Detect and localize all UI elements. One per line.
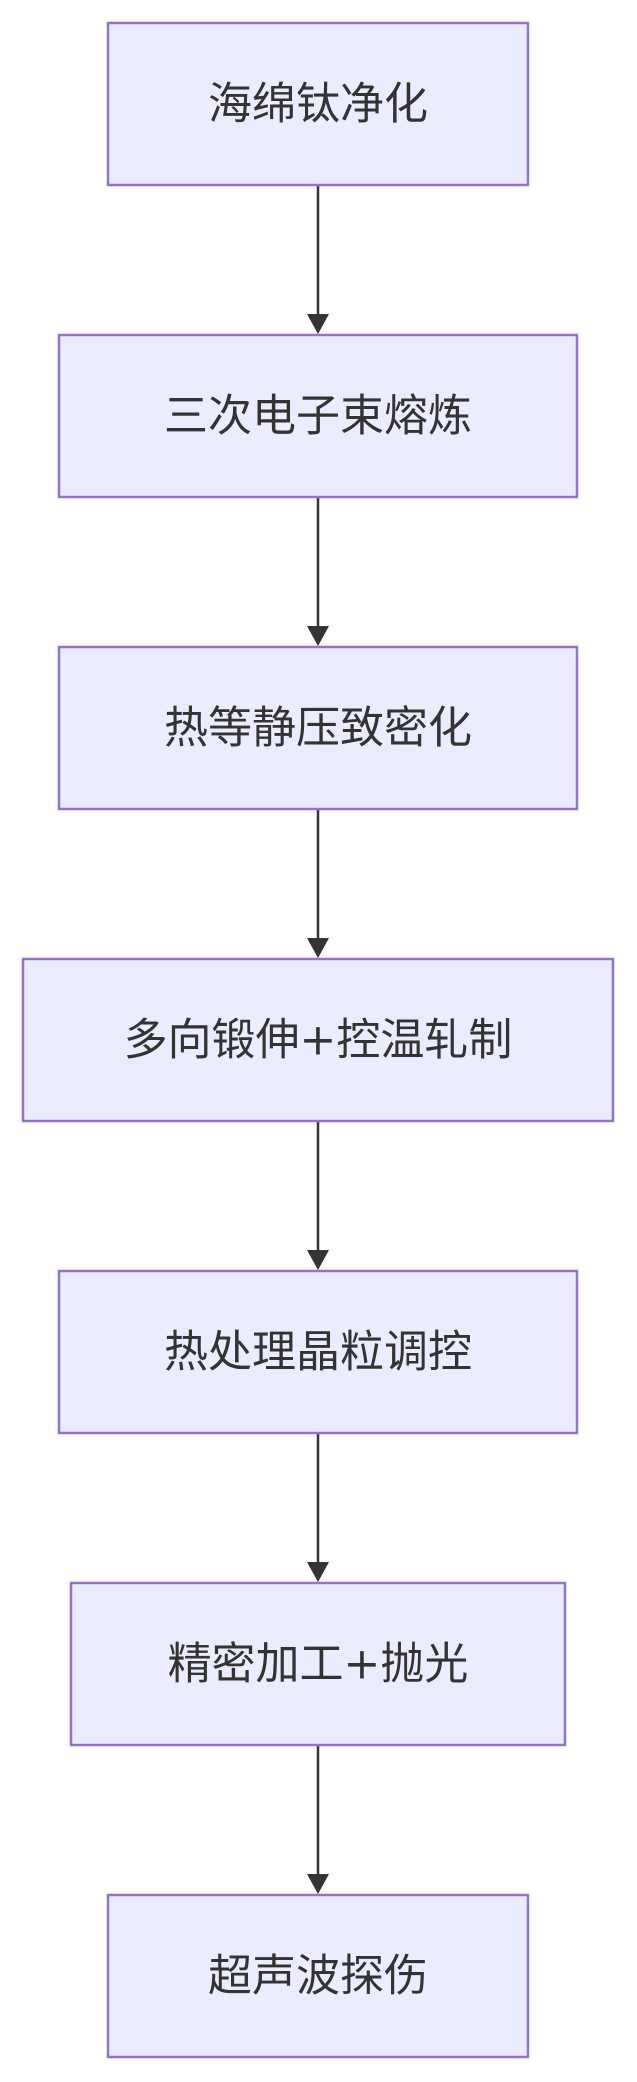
- flow-edge-6: [307, 1746, 329, 1894]
- arrowhead-icon: [307, 1562, 329, 1582]
- arrowhead-icon: [307, 314, 329, 334]
- flow-node-label: 多向锻伸+控温轧制: [124, 1015, 513, 1066]
- flow-edge-4: [307, 1122, 329, 1270]
- flow-node-box: [57, 1269, 579, 1435]
- flow-edge-1: [307, 186, 329, 334]
- flow-node-2: 三次电子束熔炼: [57, 333, 579, 499]
- flow-node-label: 热等静压致密化: [164, 703, 472, 754]
- flow-node-label: 精密加工+抛光: [168, 1639, 469, 1690]
- flow-node-label: 超声波探伤: [208, 1951, 428, 2002]
- flow-node-label: 海绵钛净化: [208, 79, 428, 130]
- arrowhead-icon: [307, 1250, 329, 1270]
- flow-node-box: [57, 645, 579, 811]
- flow-node-label: 热处理晶粒调控: [164, 1327, 472, 1378]
- flow-edge-5: [307, 1434, 329, 1582]
- flow-node-box: [106, 1893, 530, 2059]
- flow-node-box: [21, 957, 615, 1123]
- flow-node-5: 热处理晶粒调控: [57, 1269, 579, 1435]
- flowchart-edges: [307, 186, 329, 1894]
- flow-node-3: 热等静压致密化: [57, 645, 579, 811]
- arrowhead-icon: [307, 1874, 329, 1894]
- flow-node-1: 海绵钛净化: [106, 21, 530, 187]
- flow-node-6: 精密加工+抛光: [69, 1581, 567, 1747]
- flow-node-label: 三次电子束熔炼: [164, 391, 472, 442]
- flow-node-box: [69, 1581, 567, 1747]
- flow-edge-3: [307, 810, 329, 958]
- flow-edge-2: [307, 498, 329, 646]
- arrowhead-icon: [307, 938, 329, 958]
- flow-node-box: [57, 333, 579, 499]
- arrowhead-icon: [307, 626, 329, 646]
- flowchart-nodes: 海绵钛净化三次电子束熔炼热等静压致密化多向锻伸+控温轧制热处理晶粒调控精密加工+…: [21, 21, 615, 2059]
- flow-node-box: [106, 21, 530, 187]
- flow-node-7: 超声波探伤: [106, 1893, 530, 2059]
- flow-node-4: 多向锻伸+控温轧制: [21, 957, 615, 1123]
